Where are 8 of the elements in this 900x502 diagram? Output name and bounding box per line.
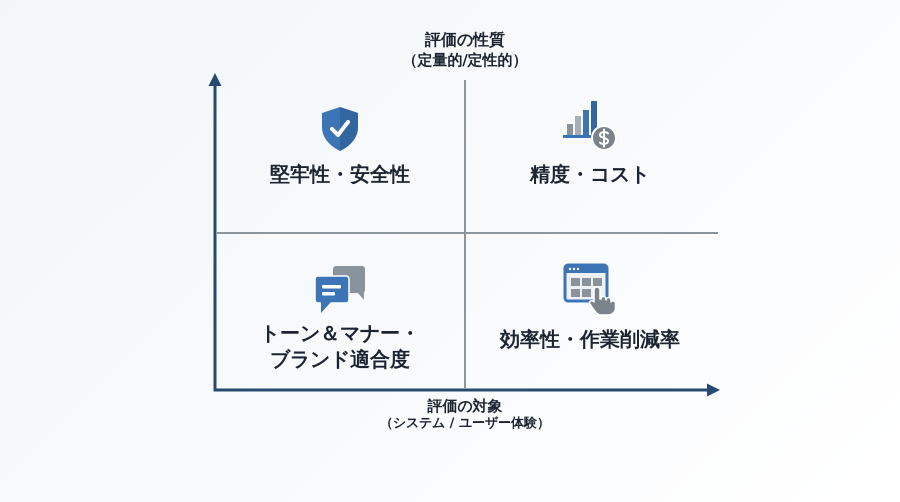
axis-title: 評価の性質	[425, 30, 505, 50]
axis-subtitle: （システム / ユーザー体験）	[380, 416, 550, 432]
quadrant-label: 堅牢性・安全性	[270, 162, 410, 187]
axis-subtitle: （定量的/定性的）	[402, 51, 528, 70]
quadrant-label: 効率性・作業削減率	[500, 327, 680, 352]
axis-title: 評価の対象	[428, 397, 502, 416]
quadrant-label: 精度・コスト	[530, 162, 650, 187]
quadrant-label: トーン＆マナー・ブランド適合度	[259, 320, 421, 372]
